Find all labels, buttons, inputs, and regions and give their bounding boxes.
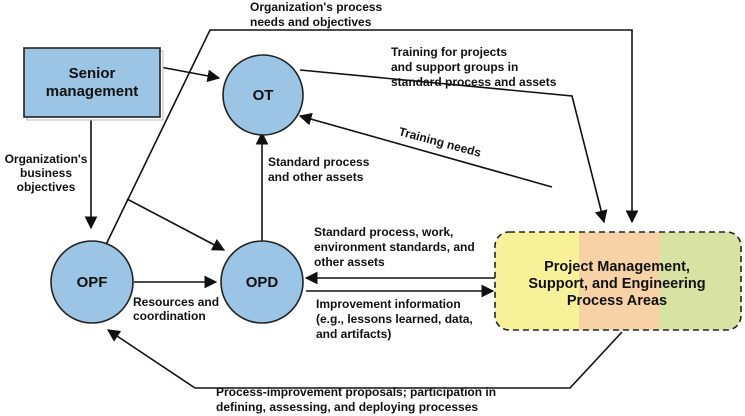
edge-training-needs: [298, 112, 553, 188]
label-std-process-assets: Standard process and other assets: [268, 155, 370, 184]
label-training-projects-line3: standard process and assets: [391, 75, 557, 89]
label-std-process-assets-line1: Standard process: [268, 155, 370, 169]
ot-node: OT: [222, 54, 304, 136]
edge-process-improvement: [106, 329, 623, 389]
pm-line2: Support, and Engineering: [528, 276, 705, 292]
label-std-process-assets-line2: and other assets: [268, 170, 364, 184]
label-improvement-info-line3: and artifacts): [316, 327, 391, 341]
ot-label: OT: [253, 87, 274, 104]
edge-diag-to-opd: [126, 198, 226, 251]
project-management-box: Project Management, Support, and Enginee…: [494, 231, 742, 331]
label-process-improvement: Process-improvement proposals; participa…: [216, 385, 496, 414]
label-resources-coord-line2: coordination: [133, 309, 206, 323]
label-org-process-needs-line1: Organization's process: [250, 0, 383, 14]
label-resources-coord: Resources and coordination: [133, 295, 219, 323]
label-std-process-work-line3: other assets: [314, 255, 385, 269]
edge-training-projects: [299, 69, 608, 224]
label-improvement-info-line2: (e.g., lessons learned, data,: [316, 312, 473, 326]
senior-management-box: Senior management: [23, 47, 164, 121]
label-org-business-obj: Organization's business objectives: [5, 152, 88, 194]
label-training-needs: Training needs: [397, 124, 483, 160]
label-std-process-work-line2: environment standards, and: [314, 240, 475, 254]
label-org-business-obj-line1: Organization's: [5, 152, 88, 166]
opf-node: OPF: [50, 240, 134, 324]
senior-management-line1: Senior: [69, 65, 116, 82]
label-process-improvement-line1: Process-improvement proposals; participa…: [216, 385, 496, 399]
pm-line3: Process Areas: [567, 293, 667, 309]
label-improvement-info: Improvement information (e.g., lessons l…: [316, 297, 473, 341]
label-improvement-info-line1: Improvement information: [316, 297, 461, 311]
label-resources-coord-line1: Resources and: [133, 295, 219, 309]
label-training-projects: Training for projects and support groups…: [391, 45, 557, 89]
label-org-business-obj-line3: objectives: [17, 180, 76, 194]
label-process-improvement-line2: defining, assessing, and deploying proce…: [216, 400, 478, 414]
pm-line1: Project Management,: [544, 259, 690, 275]
label-std-process-work: Standard process, work, environment stan…: [314, 225, 475, 269]
opd-node: OPD: [220, 240, 304, 324]
label-training-projects-line1: Training for projects: [391, 45, 507, 59]
opf-label: OPF: [77, 274, 108, 291]
label-org-process-needs: Organization's process needs and objecti…: [250, 0, 383, 29]
label-training-projects-line2: and support groups in: [391, 60, 518, 74]
label-std-process-work-line1: Standard process, work,: [314, 225, 453, 239]
label-org-business-obj-line2: business: [20, 166, 72, 180]
edge-senior-to-ot: [159, 66, 221, 83]
edge-org-process-needs: [99, 29, 639, 258]
opd-label: OPD: [246, 274, 279, 291]
label-org-process-needs-line2: needs and objectives: [250, 15, 372, 29]
senior-management-line2: management: [46, 83, 139, 100]
